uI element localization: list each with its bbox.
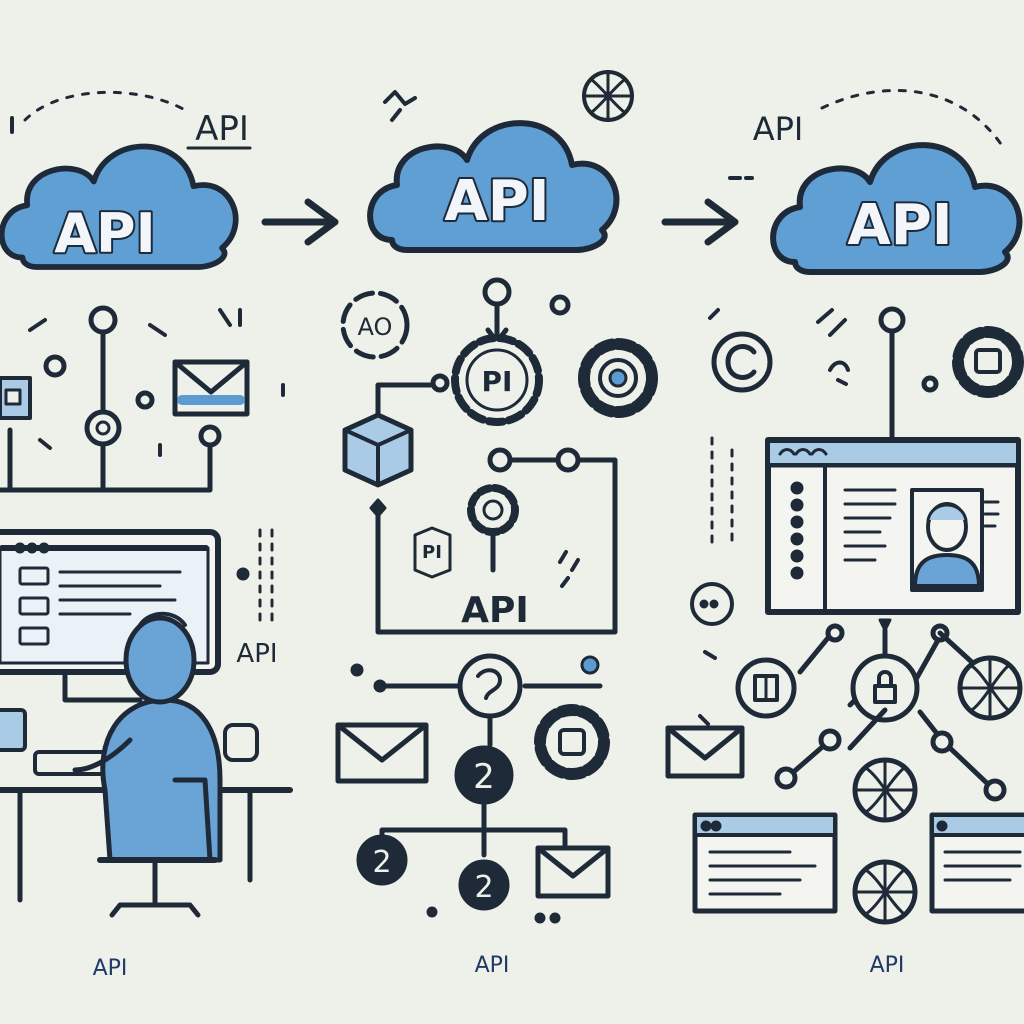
browser-window-icon [692, 812, 838, 914]
node-dot [555, 447, 581, 473]
dashed-lines [258, 528, 274, 622]
gear-icon [952, 326, 1024, 398]
dash-marks [708, 308, 847, 337]
cloud-label: API [847, 193, 952, 258]
node-dot [825, 623, 845, 643]
node-dot [774, 766, 798, 790]
node-dot [135, 390, 155, 410]
browser-window-icon [929, 812, 1024, 914]
node-dot [43, 354, 67, 378]
node-ring-inner [95, 420, 111, 436]
diamond-marker [878, 618, 892, 632]
dot [426, 906, 438, 918]
gear-icon [578, 338, 658, 418]
book-icon [735, 657, 797, 719]
node-dot [549, 294, 571, 316]
dot [236, 567, 250, 581]
chat-bubble-icon [690, 582, 734, 660]
dash-marks [698, 714, 710, 726]
node-dot [580, 655, 600, 675]
footer-label: API [93, 956, 128, 981]
svg-text:PI: PI [422, 542, 442, 563]
connector-line [937, 630, 978, 668]
node-dot [983, 778, 1007, 802]
panel-1: API API [0, 90, 339, 981]
side-label: API [195, 109, 249, 149]
node-dot [487, 447, 513, 473]
dash-marks [38, 383, 285, 457]
node-dot [930, 730, 954, 754]
envelope-icon [535, 845, 611, 899]
svg-text:2: 2 [474, 870, 493, 905]
dashed-arc [23, 90, 187, 122]
globe-icon [852, 859, 918, 925]
dot [534, 912, 546, 924]
envelope-icon [172, 359, 250, 417]
connector-line [375, 457, 618, 635]
diamond-marker [369, 498, 387, 518]
dot [373, 679, 387, 693]
dash-marks [828, 360, 850, 386]
number-node: 2 [458, 859, 510, 911]
cloud-label: API [54, 202, 155, 265]
node-dot [430, 373, 450, 393]
screen-side-label: API [236, 639, 277, 669]
envelope-icon [335, 722, 429, 784]
cube-icon [342, 412, 414, 488]
globe-icon [582, 70, 634, 122]
gear-icon: PI [451, 334, 543, 426]
node-dot [198, 424, 222, 448]
svg-text:2: 2 [372, 845, 391, 880]
number-node: 2 [356, 834, 408, 886]
globe-icon [852, 757, 918, 823]
mid-label: API [461, 590, 529, 631]
dash-marks [383, 90, 417, 122]
cloud-label: API [444, 169, 549, 234]
copyright-icon [711, 331, 773, 393]
globe-icon [957, 655, 1023, 721]
number-node: 2 [454, 745, 514, 805]
svg-text:PI: PI [482, 365, 513, 398]
envelope-icon [665, 725, 745, 779]
arrow-right-icon [661, 198, 739, 246]
swirl-mark [476, 668, 502, 700]
person-at-desk-icon [0, 611, 293, 918]
panel-2: API AO PI [335, 70, 739, 978]
gear-icon [467, 484, 519, 536]
footer-label: API [475, 953, 510, 978]
connector-line [0, 437, 213, 493]
dot [549, 912, 561, 924]
pi-badge: PI [413, 526, 452, 579]
svg-text:AO: AO [358, 313, 393, 341]
node-dot [818, 728, 842, 752]
dashed-lines [710, 436, 734, 547]
dashed-arc [820, 89, 1007, 152]
footer-label: API [870, 953, 905, 978]
node-dot [482, 277, 512, 307]
arrow-right-icon [261, 198, 339, 246]
dot [350, 663, 364, 677]
dash-marks [558, 550, 580, 588]
node-dot [921, 375, 939, 393]
svg-text:2: 2 [473, 757, 495, 797]
dash-marks [28, 308, 242, 337]
ao-badge: AO [340, 290, 410, 360]
panel-3: API API [665, 89, 1024, 978]
node-dot [88, 305, 118, 335]
side-label: API [753, 110, 804, 148]
gear-icon [534, 704, 610, 780]
user-avatar-icon [910, 488, 984, 592]
node-dot [878, 306, 906, 334]
connector-line [787, 707, 993, 789]
browser-window-icon [0, 376, 32, 420]
lock-icon [850, 653, 920, 723]
node-ring [457, 653, 523, 719]
